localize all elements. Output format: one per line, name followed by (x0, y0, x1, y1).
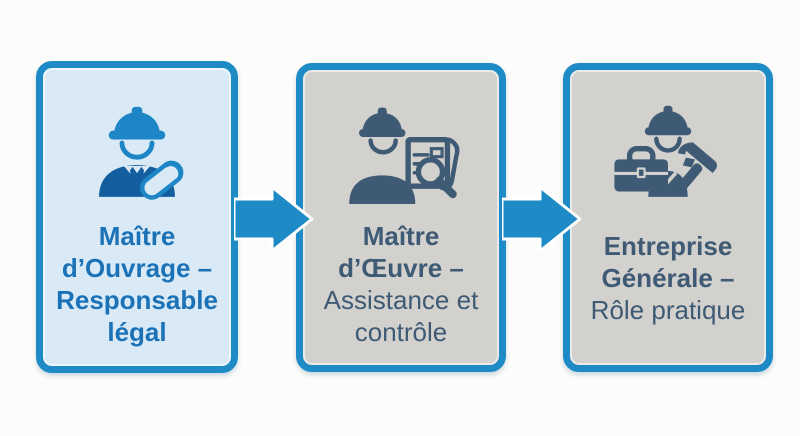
step-label-entreprise-generale: Entreprise Générale – Rôle pratique (591, 230, 746, 326)
label-line: Générale – (601, 263, 735, 293)
label-line: d’Œuvre – (338, 253, 464, 283)
label-line: Assistance et (323, 285, 479, 315)
step-card-entreprise-generale: Entreprise Générale – Rôle pratique (563, 63, 773, 372)
label-line: contrôle (354, 317, 448, 347)
step-card-maitre-oeuvre: Maître d’Œuvre – Assistance et contrôle (296, 63, 506, 372)
engineer-with-scroll-icon (84, 98, 190, 204)
worker-with-toolbox-hammer-icon (605, 104, 731, 204)
step-label-maitre-oeuvre: Maître d’Œuvre – Assistance et contrôle (324, 220, 479, 348)
label-line: légal (107, 317, 167, 347)
label-line: Maître (362, 221, 440, 251)
label-line: Rôle pratique (590, 295, 746, 325)
arrow-right-icon (500, 184, 582, 254)
label-line: Responsable (56, 285, 218, 315)
step-label-maitre-ouvrage: Maître d’Ouvrage – Responsable légal (56, 220, 218, 348)
arrow-right-icon (232, 184, 314, 254)
step-card-maitre-ouvrage: Maître d’Ouvrage – Responsable légal (36, 61, 238, 373)
worker-with-blueprint-magnifier-icon (337, 104, 465, 204)
label-line: d’Ouvrage – (61, 253, 213, 283)
label-line: Entreprise (603, 231, 733, 261)
label-line: Maître (98, 221, 176, 251)
